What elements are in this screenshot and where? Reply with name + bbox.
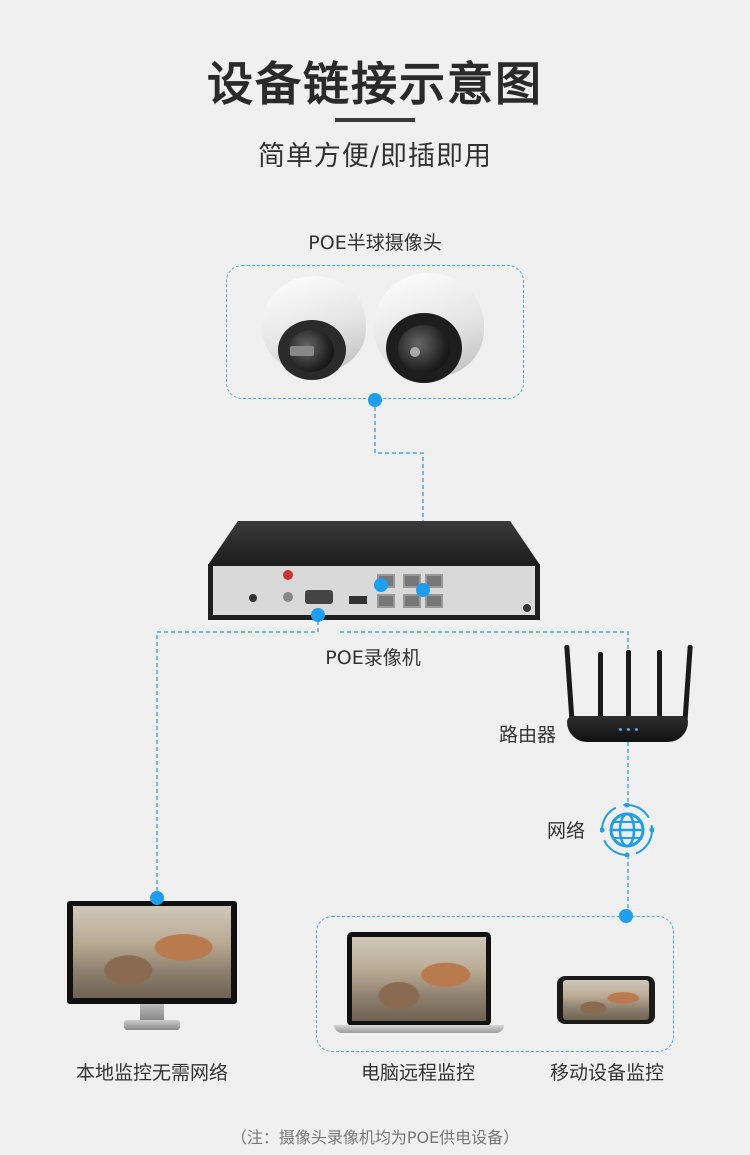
globe-icon <box>600 803 654 857</box>
laptop-icon <box>347 932 491 1026</box>
laptop-screen <box>352 937 486 1021</box>
dome-camera-icon <box>374 273 486 389</box>
page-title: 设备链接示意图 <box>207 57 543 111</box>
monitor-icon <box>67 901 237 1004</box>
camera-connection-dot <box>368 393 382 407</box>
nvr-icon <box>208 521 540 565</box>
footer-note: （注：摄像头录像机均为POE供电设备） <box>230 1128 520 1147</box>
cameras-label: POE半球摄像头 <box>308 232 442 254</box>
nvr-label: POE录像机 <box>325 647 421 669</box>
router-icon <box>567 716 688 742</box>
monitor-neck <box>140 1004 164 1020</box>
network-label: 网络 <box>547 820 586 842</box>
phone-icon <box>557 976 655 1024</box>
title-underline <box>335 118 415 122</box>
laptop-base <box>334 1025 504 1033</box>
pc-label: 电脑远程监控 <box>360 1062 475 1084</box>
monitor-stand <box>124 1020 180 1030</box>
router-label: 路由器 <box>499 724 557 746</box>
nvr-front-panel <box>208 564 540 620</box>
remote-group-box <box>316 916 674 1052</box>
nvr-to-router-line <box>340 631 629 660</box>
dome-camera-icon <box>262 276 367 388</box>
nvr-poe-dot <box>416 583 430 597</box>
page-subtitle: 简单方便/即插即用 <box>257 141 493 172</box>
nvr-uplink-dot <box>374 578 388 592</box>
remote-connection-dot <box>619 909 633 923</box>
nvr-to-monitor-line <box>156 614 319 898</box>
local-label: 本地监控无需网络 <box>75 1062 228 1084</box>
mobile-label: 移动设备监控 <box>549 1062 664 1084</box>
monitor-screen <box>73 906 231 998</box>
monitor-connection-dot <box>150 891 164 905</box>
nvr-video-out-dot <box>311 608 325 622</box>
phone-screen <box>563 980 649 1020</box>
